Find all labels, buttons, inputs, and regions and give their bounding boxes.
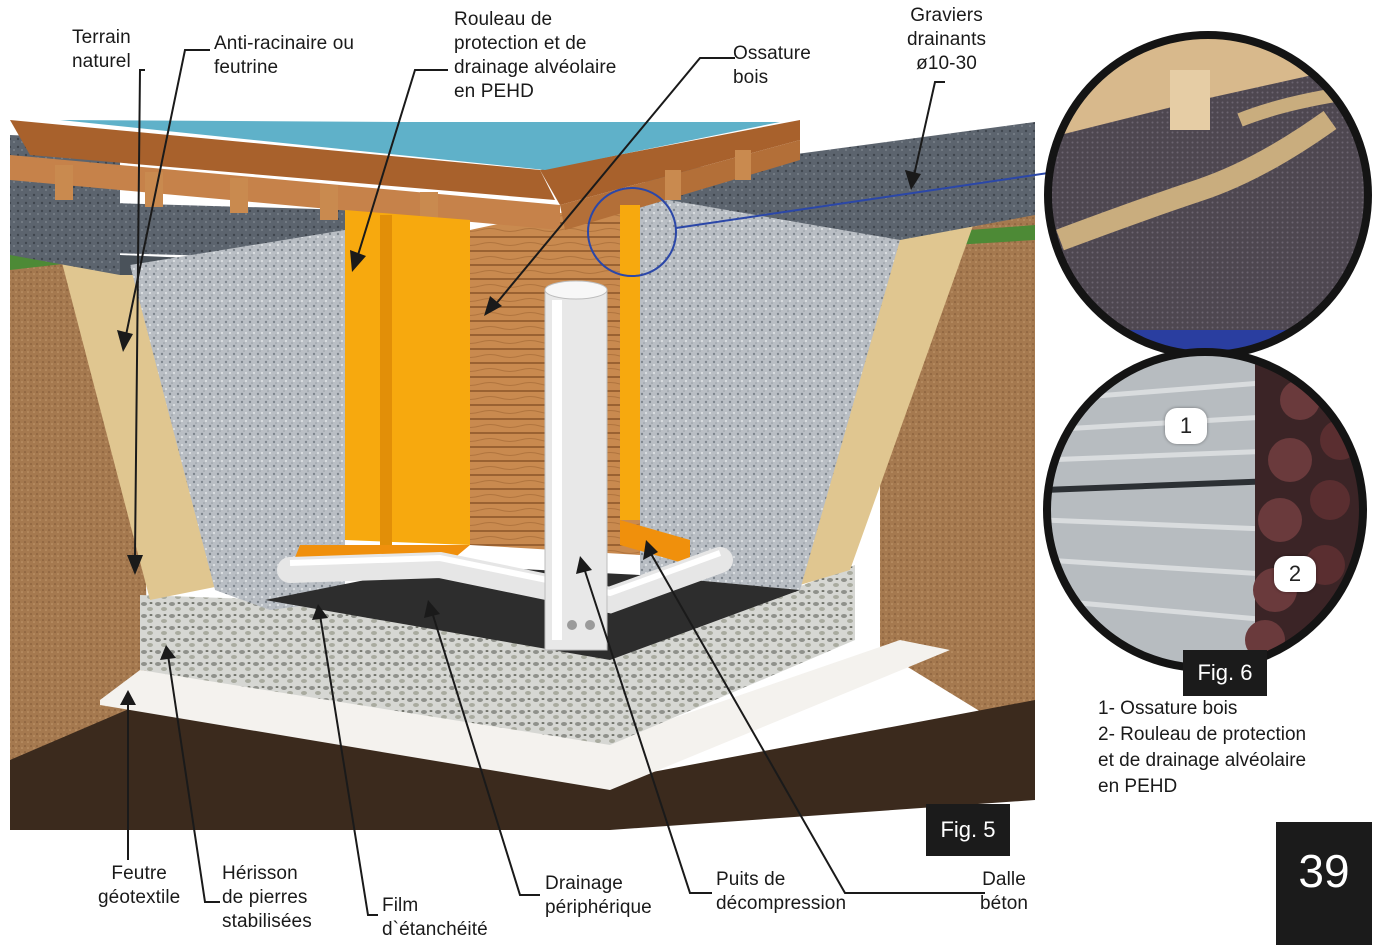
leader-lines — [124, 49, 985, 916]
geotextile-layer — [100, 640, 950, 790]
detail-connector-line — [675, 171, 1056, 229]
badge-2: 2 — [1274, 556, 1316, 592]
fig6-tag: Fig. 6 — [1183, 650, 1267, 696]
label-ossature: Ossature bois — [733, 43, 811, 88]
arrowheads — [117, 170, 921, 705]
label-feutre: Feutre géotextile — [98, 863, 181, 908]
label-film: Film d`étanchéité — [382, 895, 488, 940]
label-puits: Puits de décompression — [716, 869, 847, 914]
legend-item-1: 1- Ossature bois — [1098, 698, 1238, 719]
gravel-backfill — [130, 195, 900, 610]
label-anti-racinaire: Anti-racinaire ou feutrine — [214, 33, 355, 78]
fig6-legend: 1- Ossature bois 2- Rouleau de protectio… — [1098, 696, 1368, 800]
page-number: 39 — [1276, 822, 1372, 945]
label-herisson: Hérisson de pierres stabilisées — [222, 863, 312, 932]
label-terrain-naturel: Terrain naturel — [72, 27, 131, 72]
label-drainage: Drainage périphérique — [545, 873, 652, 918]
badge-1: 1 — [1165, 408, 1207, 444]
detail-highlight-circle — [587, 187, 677, 277]
legend-item-2: 2- Rouleau de protection et de drainage … — [1098, 724, 1307, 797]
label-rouleau: Rouleau de protection et de drainage alv… — [454, 9, 617, 102]
decompression-well — [544, 280, 608, 651]
label-graviers: Graviers drainants ø10-30 — [907, 5, 987, 74]
label-dalle: Dalle béton — [980, 869, 1029, 914]
root-barrier-felt — [60, 220, 975, 600]
fig5-tag: Fig. 5 — [926, 804, 1010, 856]
